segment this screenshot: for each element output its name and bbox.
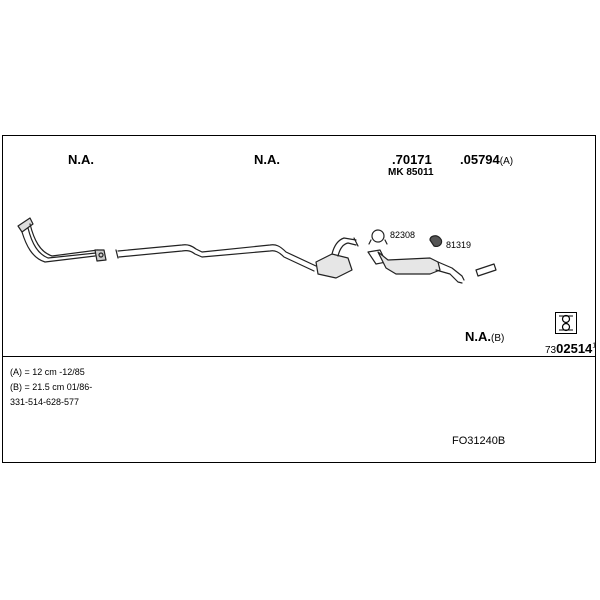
notes-divider — [2, 356, 596, 357]
rubber-mount-drawing — [429, 235, 443, 247]
front-pipe-part-number: N.A. — [68, 152, 94, 167]
note-oe-numbers: 331-514-628-577 — [10, 397, 80, 407]
note-b: (B) = 21.5 cm 01/86- — [10, 382, 93, 392]
rear-silencer-part-number: .05794(A) — [460, 152, 514, 167]
center-silencer-kit-code: MK 85011 — [388, 167, 434, 178]
front-pipe — [17, 217, 107, 263]
middle-pipe-part-number: N.A. — [254, 152, 280, 167]
tail-pipe-sleeve — [475, 263, 497, 277]
mounting-kit-part-number: N.A.(B) — [465, 329, 505, 344]
note-a: (A) = 12 cm -12/85 — [10, 367, 85, 377]
center-silencer — [315, 237, 359, 279]
mounting-kit-icon — [555, 312, 577, 334]
clamp-drawing — [368, 229, 388, 245]
center-silencer-part-number: .70171 — [392, 152, 432, 167]
rubber-mount-part-number: 81319 — [446, 240, 472, 250]
catalog-code: 73025141 — [545, 341, 597, 356]
rear-silencer — [367, 249, 465, 284]
diagram-frame — [2, 135, 596, 463]
middle-pipe — [115, 244, 317, 272]
clamp-part-number: 82308 — [390, 230, 416, 240]
diagram-code: FO31240B — [452, 435, 506, 447]
